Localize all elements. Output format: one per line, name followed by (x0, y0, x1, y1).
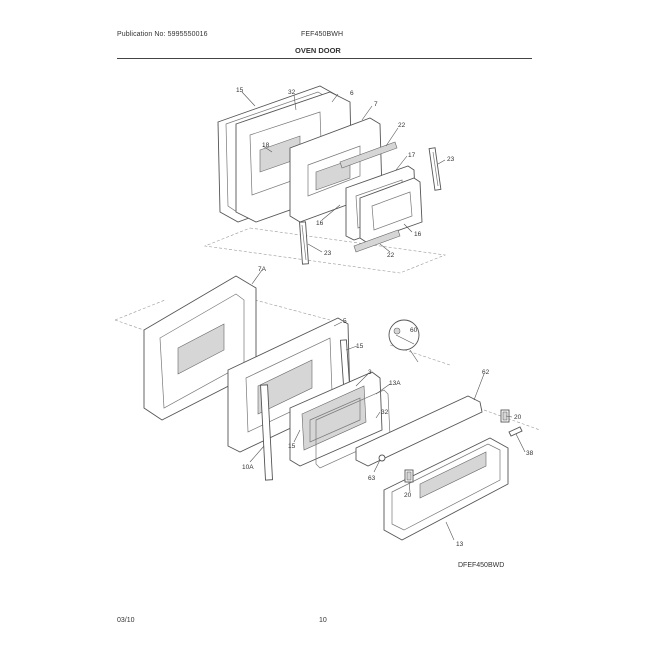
diagram-code: DFEF450BWD (458, 562, 505, 569)
footer-date: 03/10 (117, 617, 135, 624)
callout-22-bottom: 22 (387, 252, 395, 259)
callout-32-lower: 32 (381, 409, 389, 416)
hinge-spring-right (428, 147, 442, 191)
callout-20-right: 20 (514, 414, 522, 421)
callout-15-bottom: 15 (288, 443, 296, 450)
small-screw-part (378, 454, 386, 462)
callout-3: 3 (368, 369, 372, 376)
section-title: OVEN DOOR (295, 46, 341, 55)
callout-63: 63 (368, 475, 376, 482)
insulation-strip-top (339, 141, 398, 169)
callout-20-left: 20 (404, 492, 412, 499)
callout-62: 62 (482, 369, 490, 376)
callout-18: 18 (262, 142, 270, 149)
header-rule (117, 58, 532, 59)
callout-7: 7 (374, 101, 378, 108)
callout-32-top: 32 (288, 89, 296, 96)
hinge-spring-left (299, 221, 309, 265)
callout-16-left: 16 (316, 220, 324, 227)
callout-15-lower: 15 (356, 343, 364, 350)
callout-6: 6 (350, 90, 354, 97)
callout-22-top: 22 (398, 122, 406, 129)
page-number: 10 (319, 617, 327, 624)
callout-16-right: 16 (414, 231, 422, 238)
glass-pack-part (289, 371, 383, 467)
trim-strip-part (355, 395, 483, 467)
leader-lines (241, 91, 526, 541)
side-channel-part (260, 384, 273, 481)
callout-15: 15 (236, 87, 244, 94)
callout-38: 38 (526, 450, 534, 457)
insulation-strip-bottom (353, 229, 401, 253)
screw-detail-callout (388, 319, 420, 363)
outer-door-panel-part (383, 437, 509, 541)
callout-23-bottom: 23 (324, 250, 332, 257)
callout-5: 5 (343, 318, 347, 325)
callout-labels: 15 32 6 7 22 17 23 18 16 16 23 22 7A 5 6… (236, 87, 534, 548)
window-pack-part (345, 165, 423, 243)
publication-number: Publication No: 5995550016 (117, 31, 208, 38)
handle-end-cap-left (404, 469, 414, 483)
callout-13: 13 (456, 541, 464, 548)
callout-60: 60 (410, 327, 418, 334)
callout-17: 17 (408, 152, 416, 159)
model-number: FEF450BWH (301, 31, 344, 38)
callout-10a: 10A (242, 464, 254, 471)
screw-part (508, 426, 523, 437)
callout-7a: 7A (258, 266, 267, 273)
callout-13a: 13A (389, 380, 401, 387)
callout-23-top: 23 (447, 156, 455, 163)
